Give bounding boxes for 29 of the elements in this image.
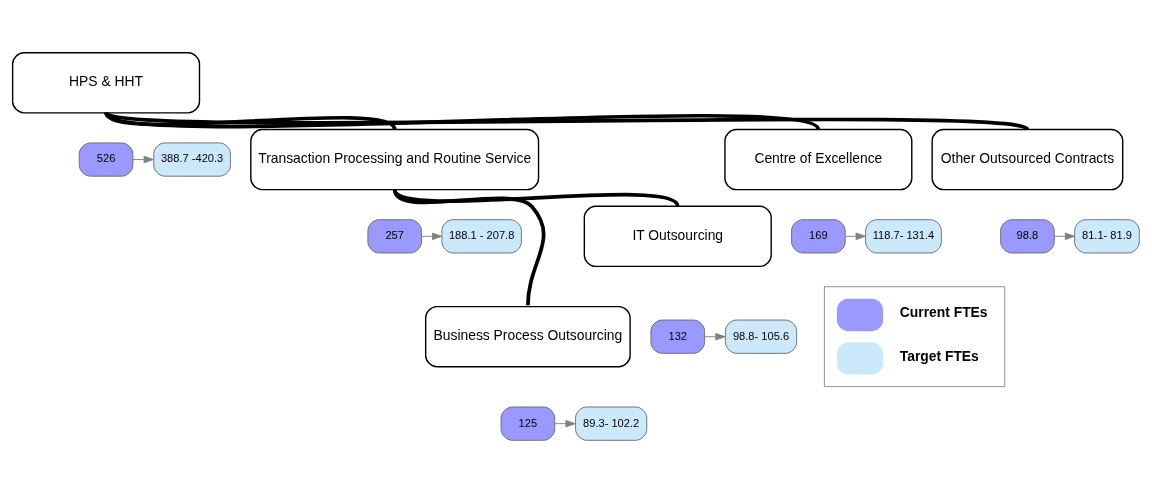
- arrow: [554, 419, 576, 428]
- node-box: 125: [500, 406, 556, 441]
- node-box: Transaction Processing and Routine Service: [250, 128, 540, 191]
- node-box: 257: [367, 219, 422, 254]
- node-box: HPS & HHT: [11, 52, 201, 114]
- node-box: 169: [791, 219, 846, 254]
- connector: [393, 188, 680, 208]
- arrow: [844, 232, 866, 241]
- arrow: [1054, 232, 1076, 241]
- node-box: 526: [78, 142, 134, 177]
- node-box: 89.3- 102.2: [575, 406, 648, 441]
- arrow: [421, 232, 443, 241]
- node-box: 81.1- 81.9: [1074, 219, 1140, 254]
- connector: [105, 111, 1028, 132]
- node-box: Business Process Outsourcing: [425, 305, 631, 368]
- node-box: 98.8: [1000, 219, 1055, 254]
- legend-label: Target FTEs: [899, 347, 979, 364]
- arrow: [704, 333, 726, 341]
- node-box: 388.7 -420.3: [153, 142, 231, 177]
- connector: [105, 111, 820, 132]
- node-box: 132: [650, 319, 706, 354]
- node-box: 188.1 - 207.8: [441, 219, 522, 254]
- node-box: 98.8- 105.6: [724, 319, 798, 354]
- legend-label: Current FTEs: [899, 304, 988, 321]
- node-box: Centre of Excellence: [724, 128, 913, 191]
- node-box: Other Outsourced Contracts: [931, 128, 1124, 191]
- arrow: [132, 155, 154, 164]
- node-box: IT Outsourcing: [583, 205, 772, 268]
- node-box: 118.7- 131.4: [865, 219, 942, 254]
